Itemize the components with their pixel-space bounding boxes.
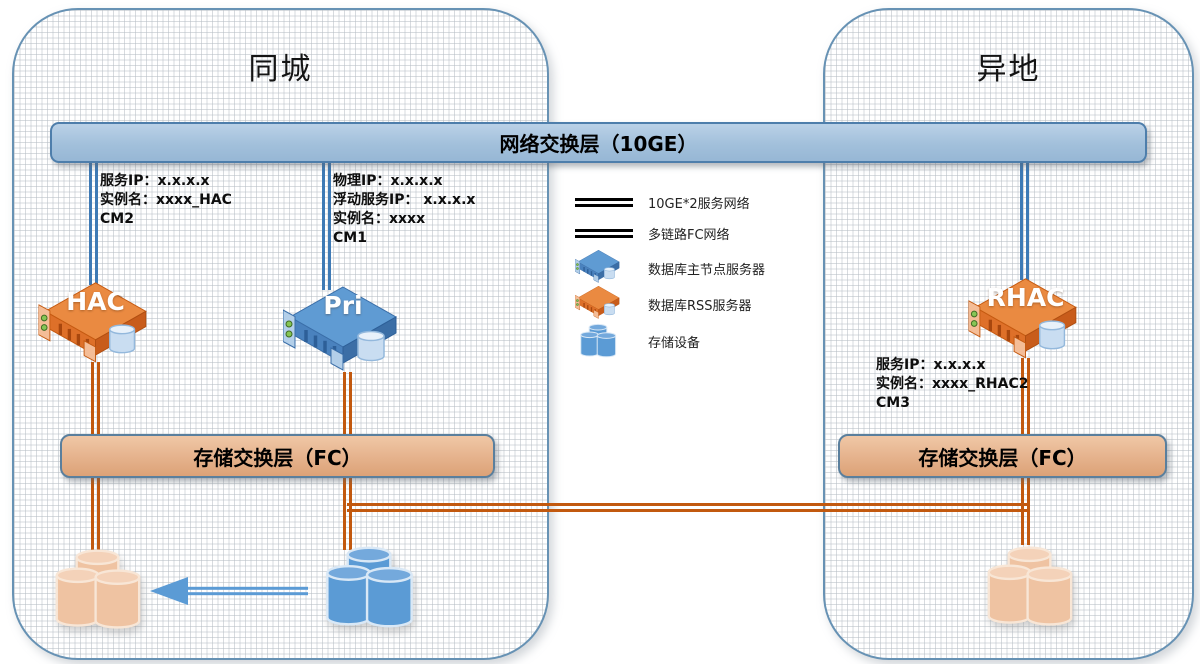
pri-server-label: Pri <box>323 291 363 320</box>
rhac-info-line: 服务IP：x.x.x.x <box>876 357 986 373</box>
storage-cluster-primary <box>320 542 418 634</box>
legend-key <box>575 249 648 288</box>
storage-device-icon <box>578 322 618 360</box>
hac-info-line: CM2 <box>100 211 134 227</box>
pri-info-line: CM1 <box>333 230 367 246</box>
legend-label: 存储设备 <box>648 335 701 351</box>
hac-info-line: 服务IP：x.x.x.x <box>100 173 210 189</box>
legend-row-rss-server: 数据库RSS服务器 <box>575 285 752 324</box>
legend-row-master-server: 数据库主节点服务器 <box>575 249 765 288</box>
hac-info-line: 实例名：xxxx_HAC <box>100 192 232 208</box>
db-master-server-icon <box>575 249 622 288</box>
intersite-fc-link <box>347 503 1030 512</box>
storage-switch-layer-bar-left: 存储交换层（FC） <box>60 434 495 478</box>
pri-info-text: 物理IP：x.x.x.x 浮动服务IP： x.x.x.x 实例名：xxxx CM… <box>333 172 475 248</box>
legend-key <box>575 285 648 324</box>
legend-key <box>575 198 648 207</box>
rhac-10ge-link <box>1020 163 1029 280</box>
hac-server-label: HAC <box>66 287 125 316</box>
pri-server-icon: Pri <box>283 284 403 384</box>
legend-key <box>575 229 648 238</box>
storage-cluster-local-replica <box>50 545 145 635</box>
storage-switch-layer-right-label: 存储交换层（FC） <box>918 445 1087 470</box>
legend-key <box>575 322 648 360</box>
legend-label: 10GE*2服务网络 <box>648 197 750 212</box>
storage-switch-layer-left-label: 存储交换层（FC） <box>193 445 362 470</box>
network-switch-layer-bar: 网络交换层（10GE） <box>50 122 1147 163</box>
pri-10ge-link <box>322 163 331 290</box>
pri-info-line: 实例名：xxxx <box>333 211 426 227</box>
rhac-info-text: 服务IP：x.x.x.x 实例名：xxxx_RHAC2 CM3 <box>876 356 1028 413</box>
legend-label: 数据库RSS服务器 <box>648 299 752 314</box>
rhac-info-line: 实例名：xxxx_RHAC2 <box>876 376 1029 392</box>
rhac-server-label: RHAC <box>986 283 1065 312</box>
zone-remote-title: 异地 <box>976 52 1041 87</box>
storage-cluster-remote <box>982 542 1077 632</box>
legend-row-10ge: 10GE*2服务网络 <box>575 193 750 212</box>
legend-row-storage: 存储设备 <box>575 322 700 360</box>
pri-info-line: 物理IP：x.x.x.x <box>333 173 443 189</box>
rhac-server-icon: RHAC <box>968 276 1083 371</box>
storage-switch-layer-bar-right: 存储交换层（FC） <box>838 434 1167 478</box>
legend-label: 多链路FC网络 <box>648 228 730 243</box>
replication-arrow-icon <box>148 574 310 608</box>
legend-label: 数据库主节点服务器 <box>648 263 766 278</box>
legend-row-fc: 多链路FC网络 <box>575 224 730 243</box>
network-switch-layer-label: 网络交换层（10GE） <box>499 132 698 156</box>
hac-server-icon: HAC <box>38 280 153 375</box>
zone-same-city-title: 同城 <box>248 52 313 87</box>
hac-10ge-link <box>89 163 98 285</box>
blue-line-sample-icon <box>575 198 633 207</box>
orange-line-sample-icon <box>575 229 633 238</box>
rhac-info-line: CM3 <box>876 395 910 411</box>
hac-info-text: 服务IP：x.x.x.x 实例名：xxxx_HAC CM2 <box>100 172 232 229</box>
db-rss-server-icon <box>575 285 622 324</box>
pri-info-line: 浮动服务IP： x.x.x.x <box>333 192 476 208</box>
